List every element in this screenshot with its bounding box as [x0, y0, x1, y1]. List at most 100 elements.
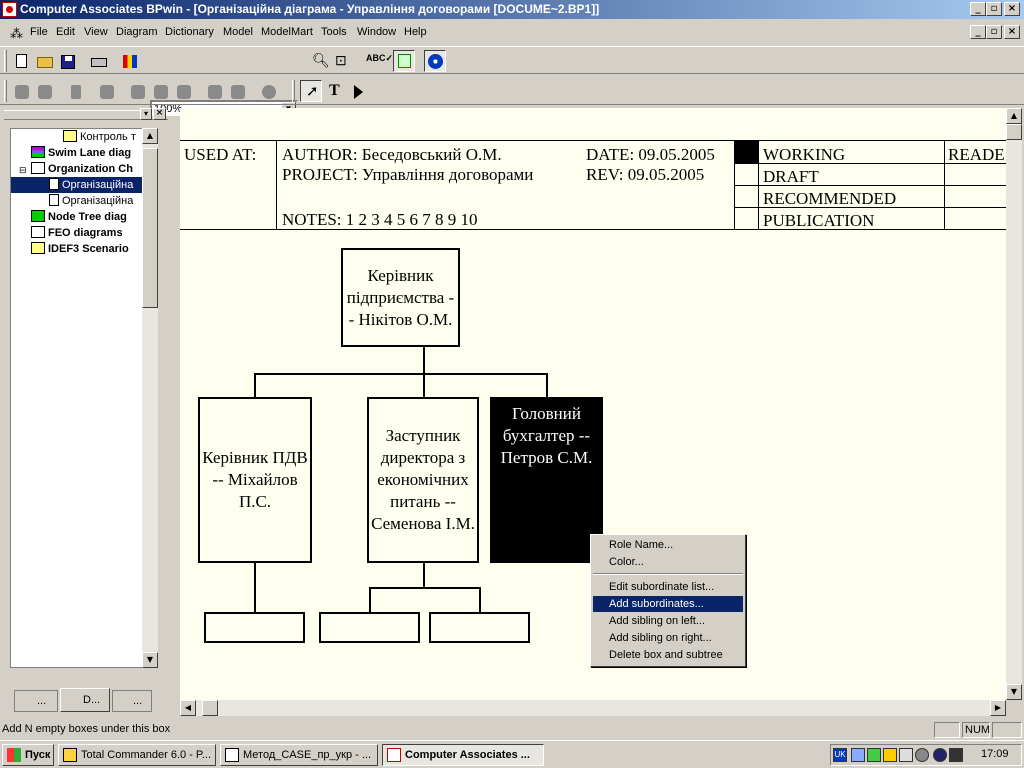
- tray-app-icon[interactable]: [867, 748, 881, 762]
- tree-item-node-tree[interactable]: Node Tree diag: [31, 209, 127, 225]
- menu-add-sibling-right[interactable]: Add sibling on right...: [609, 632, 712, 644]
- tree-item-org-diagram-1[interactable]: Організаційна: [11, 177, 157, 193]
- tool-1-button[interactable]: [10, 80, 32, 102]
- maximize-button[interactable]: ▫: [986, 2, 1002, 16]
- canvas-hscroll-thumb[interactable]: [202, 700, 218, 716]
- child-window-icon[interactable]: ⁂: [10, 26, 23, 41]
- menu-view[interactable]: View: [84, 26, 108, 38]
- canvas-scroll-right[interactable]: ▶: [990, 700, 1006, 716]
- pointer-tool-button[interactable]: ➚: [300, 80, 322, 102]
- tree-scroll-up[interactable]: ▲: [142, 128, 158, 144]
- org-box-pdv[interactable]: Керівник ПДВ -- Міхайлов П.С.: [198, 397, 312, 563]
- menu-dictionary[interactable]: Dictionary: [165, 26, 214, 38]
- menu-add-subordinates[interactable]: Add subordinates...: [593, 596, 743, 612]
- panel-menu-button[interactable]: ▾: [140, 108, 152, 120]
- tool-4-button[interactable]: [95, 80, 117, 102]
- text-tool-button[interactable]: T: [323, 80, 345, 102]
- print-button[interactable]: [87, 50, 109, 72]
- tool-8-button[interactable]: [203, 80, 225, 102]
- menu-file[interactable]: File: [30, 26, 48, 38]
- clock[interactable]: 17:09: [981, 748, 1009, 760]
- tree-item-org-diagram-2[interactable]: Організаційна: [49, 193, 133, 209]
- zoom-in-button[interactable]: 🔍︎: [308, 50, 330, 72]
- menu-color[interactable]: Color...: [609, 556, 644, 568]
- tool-10-button[interactable]: [257, 80, 279, 102]
- app-icon[interactable]: [2, 2, 17, 17]
- tab-objects[interactable]: ...: [112, 690, 152, 712]
- menu-tools[interactable]: Tools: [321, 26, 347, 38]
- org-box-deputy[interactable]: Заступник директора з економічних питань…: [367, 397, 479, 563]
- font-color-button[interactable]: [118, 50, 140, 72]
- org-box-empty-2[interactable]: [319, 612, 420, 643]
- tab-diagrams[interactable]: D...: [60, 688, 110, 712]
- start-button[interactable]: Пуск: [2, 744, 54, 766]
- org-box-empty-3[interactable]: [429, 612, 530, 643]
- menu-role-name[interactable]: Role Name...: [609, 539, 674, 551]
- toolbar-grip-2[interactable]: [4, 80, 7, 102]
- tool-2-button[interactable]: [33, 80, 55, 102]
- tab-activities[interactable]: ...: [14, 690, 58, 712]
- tool-7-button[interactable]: [172, 80, 194, 102]
- task-bpwin[interactable]: Computer Associates ...: [382, 744, 544, 766]
- tray-monitor-icon[interactable]: [883, 748, 897, 762]
- menu-window[interactable]: Window: [357, 26, 397, 38]
- open-button[interactable]: [33, 50, 55, 72]
- task-total-commander[interactable]: Total Commander 6.0 - P...: [58, 744, 216, 766]
- tree-item-feo[interactable]: FEO diagrams: [31, 225, 123, 241]
- menu-help[interactable]: Help: [404, 26, 427, 38]
- canvas-vscroll[interactable]: ▲ ▼: [1006, 108, 1022, 700]
- toolbar-grip[interactable]: [4, 50, 7, 72]
- menu-diagram[interactable]: Diagram: [116, 26, 158, 38]
- org-box-root[interactable]: Керівник підприємства -- Нікітов О.М.: [341, 248, 460, 347]
- save-button[interactable]: [56, 50, 78, 72]
- tree-item-swim-lane[interactable]: Swim Lane diag: [31, 145, 131, 161]
- child-minimize-button[interactable]: _: [970, 25, 986, 39]
- language-indicator[interactable]: UK: [833, 748, 847, 762]
- org-box-empty-1[interactable]: [204, 612, 305, 643]
- tree-scroll-down[interactable]: ▼: [142, 652, 158, 668]
- model-explorer-button[interactable]: [393, 50, 415, 72]
- tree-item-idef3[interactable]: IDEF3 Scenario: [31, 241, 129, 257]
- tool-5-button[interactable]: [126, 80, 148, 102]
- org-box-accountant[interactable]: Головний бухгалтер -- Петров С.М.: [490, 397, 603, 563]
- close-button[interactable]: ×: [1004, 2, 1020, 16]
- menu-edit-subordinates[interactable]: Edit subordinate list...: [609, 581, 715, 593]
- tree-item-org-chart[interactable]: Organization Ch: [31, 161, 133, 177]
- task-word[interactable]: Метод_CASE_пр_укр - ...: [220, 744, 378, 766]
- minimize-button[interactable]: _: [970, 2, 986, 16]
- diagram-canvas[interactable]: USED AT: AUTHOR: Беседовський О.М. PROJE…: [180, 108, 1006, 700]
- tree-scrollbar[interactable]: ▲ ▼: [142, 128, 158, 668]
- play-button[interactable]: [346, 80, 368, 102]
- tray-network-icon[interactable]: [851, 748, 865, 762]
- canvas-scroll-down[interactable]: ▼: [1006, 684, 1022, 700]
- spell-check-button[interactable]: ABC✓: [362, 50, 393, 72]
- canvas-scroll-up[interactable]: ▲: [1006, 108, 1022, 124]
- tray-disk-icon[interactable]: [915, 748, 929, 762]
- model-tree[interactable]: Контроль т Swim Lane diag Organization C…: [10, 128, 158, 668]
- modelmart-button[interactable]: [424, 50, 446, 72]
- toolbar-grip-3[interactable]: [292, 80, 295, 102]
- collapse-icon[interactable]: ⊟: [19, 165, 27, 175]
- tool-9-button[interactable]: [226, 80, 248, 102]
- zoom-fit-button[interactable]: ⊡: [331, 50, 353, 72]
- menu-delete-box[interactable]: Delete box and subtree: [609, 649, 723, 661]
- menu-modelmart[interactable]: ModelMart: [261, 26, 313, 38]
- menu-edit[interactable]: Edit: [56, 26, 75, 38]
- lock-button[interactable]: [64, 80, 86, 102]
- new-button[interactable]: [10, 50, 32, 72]
- tray-media-icon[interactable]: [933, 748, 947, 762]
- tree-item-control[interactable]: Контроль т: [63, 129, 136, 145]
- panel-grip[interactable]: [4, 110, 168, 120]
- child-close-button[interactable]: ×: [1004, 25, 1020, 39]
- tool-6-button[interactable]: [149, 80, 171, 102]
- canvas-hscroll[interactable]: ◀ ▶: [180, 700, 1006, 716]
- tree-scroll-thumb[interactable]: [142, 148, 158, 308]
- canvas-vscroll-thumb[interactable]: [1006, 124, 1022, 140]
- panel-close-button[interactable]: ×: [153, 108, 166, 120]
- child-restore-button[interactable]: ▫: [986, 25, 1002, 39]
- tray-antivirus-icon[interactable]: [949, 748, 963, 762]
- menu-add-sibling-left[interactable]: Add sibling on left...: [609, 615, 706, 627]
- canvas-scroll-left[interactable]: ◀: [180, 700, 196, 716]
- menu-model[interactable]: Model: [223, 26, 253, 38]
- tray-volume-icon[interactable]: [899, 748, 913, 762]
